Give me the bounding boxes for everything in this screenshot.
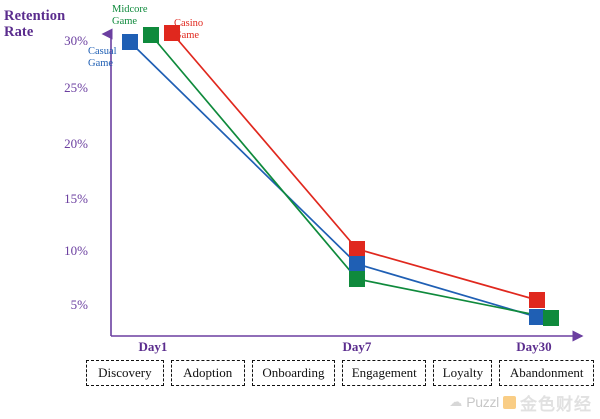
stage-box-engagement: Engagement bbox=[342, 360, 427, 386]
stage-box-onboarding: Onboarding bbox=[251, 360, 336, 386]
series-label-casino: Casino Game bbox=[174, 18, 204, 42]
x-tick-day1: Day1 bbox=[138, 339, 168, 354]
cloud-icon: ☁ bbox=[449, 394, 463, 409]
data-point-casino-day1 bbox=[164, 25, 180, 41]
series-label-casual: Casual Game bbox=[88, 46, 117, 70]
data-point-midcore-day1 bbox=[143, 27, 159, 43]
y-tick-25: 25% bbox=[64, 80, 88, 95]
stage-box-adoption: Adoption bbox=[170, 360, 245, 386]
series-label-midcore: Midcore Game bbox=[112, 4, 148, 28]
y-axis-title: Retention Rate bbox=[4, 8, 66, 41]
y-tick-5: 5% bbox=[70, 297, 88, 312]
y-tick-10: 10% bbox=[64, 243, 88, 258]
data-point-casino-day30 bbox=[529, 292, 545, 308]
data-point-midcore-day30 bbox=[543, 310, 559, 326]
x-tick-day7: Day7 bbox=[342, 339, 372, 354]
stage-box-abandonment: Abandonment bbox=[499, 360, 594, 386]
y-tick-20: 20% bbox=[64, 136, 88, 151]
data-point-casual-day1 bbox=[122, 34, 138, 50]
stage-box-discovery: Discovery bbox=[86, 360, 164, 386]
y-tick-30: 30% bbox=[64, 33, 88, 48]
watermark-chinese-text: 金色财经 bbox=[520, 394, 592, 414]
data-point-midcore-day7 bbox=[349, 271, 365, 287]
stage-box-loyalty: Loyalty bbox=[433, 360, 493, 386]
data-point-casino-day7 bbox=[349, 241, 365, 257]
y-tick-15: 15% bbox=[64, 191, 88, 206]
data-point-casual-day7 bbox=[349, 256, 365, 272]
x-tick-day30: Day30 bbox=[516, 339, 552, 354]
watermark-latin-text: Puzzl bbox=[466, 394, 499, 410]
watermark: ☁ Puzzl 金色财经 bbox=[449, 389, 592, 415]
data-point-casual-day30 bbox=[529, 309, 545, 325]
watermark-logo-icon bbox=[503, 395, 516, 409]
funnel-stage-row: Discovery Adoption Onboarding Engagement… bbox=[86, 360, 594, 386]
